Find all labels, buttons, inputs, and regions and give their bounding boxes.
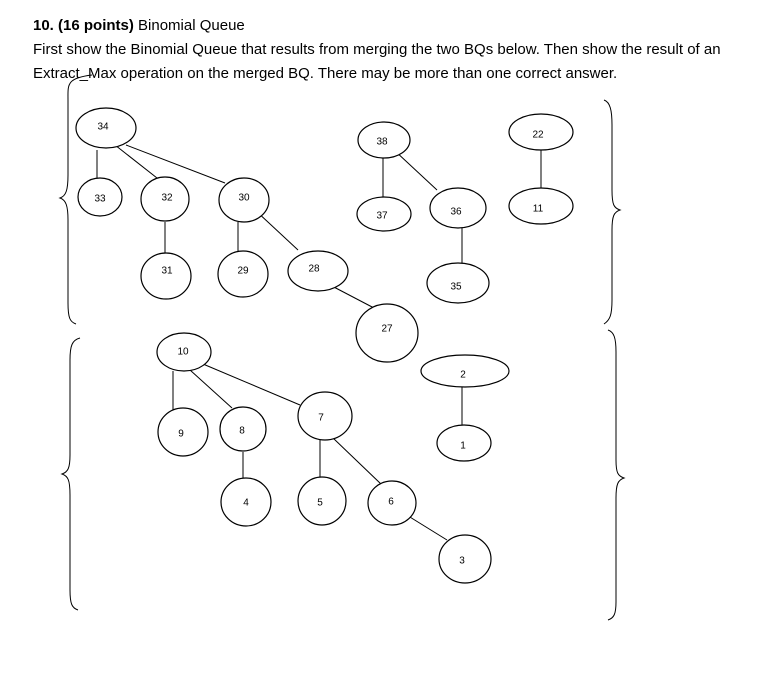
node-circle (140, 176, 190, 222)
node-label: 35 (450, 282, 462, 293)
node-circle (426, 262, 490, 304)
question-text-line-2: Extract_Max operation on the merged BQ. … (33, 65, 618, 82)
node-label: 30 (238, 193, 250, 204)
node-label: 36 (450, 207, 462, 218)
node-circle (75, 107, 137, 149)
node-label: 9 (178, 429, 184, 440)
node-circle (508, 113, 574, 151)
tree-node: 38 (357, 121, 411, 159)
tree-edge (404, 513, 448, 541)
node-label: 33 (94, 194, 106, 205)
tree-edge (114, 144, 158, 179)
tree-node: 33 (77, 177, 123, 217)
right-brace-bottom-queue (607, 329, 626, 621)
node-circle (356, 196, 412, 232)
tree-node: 8 (219, 406, 267, 452)
tree-edge (202, 363, 301, 406)
node-circle (77, 177, 123, 217)
tree-node: 2 (420, 354, 510, 388)
tree-edge (332, 437, 383, 486)
node-circle (429, 187, 487, 229)
node-label: 11 (533, 204, 544, 215)
node-circle (157, 407, 209, 457)
tree-node: 11 (508, 187, 574, 225)
tree-edge (329, 284, 375, 309)
node-label: 3 (459, 556, 465, 567)
node-label: 32 (161, 193, 173, 204)
tree-node: 9 (157, 407, 209, 457)
node-label: 28 (308, 264, 320, 275)
tree-node: 34 (75, 107, 137, 149)
node-circle (355, 303, 419, 363)
tree-node: 10 (156, 332, 212, 372)
left-brace-bottom-queue (60, 337, 81, 611)
node-label: 8 (239, 426, 245, 437)
tree-node: 35 (426, 262, 490, 304)
left-brace-top-queue (58, 74, 93, 325)
question-block: 10. (16 points) Binomial Queue First sho… (33, 14, 773, 86)
tree-edge (189, 369, 233, 409)
braces (58, 74, 626, 621)
tree-node: 37 (356, 196, 412, 232)
tree-node: 4 (220, 477, 272, 527)
node-circle (436, 424, 492, 462)
node-label: 10 (177, 347, 189, 358)
node-label: 22 (532, 130, 544, 141)
node-circle (508, 187, 574, 225)
tree-node: 36 (429, 187, 487, 229)
tree-node: 22 (508, 113, 574, 151)
tree-node: 31 (140, 252, 192, 300)
tree-edge (125, 144, 226, 184)
node-circle (367, 480, 417, 526)
node-circle (220, 477, 272, 527)
node-label: 4 (243, 498, 249, 509)
node-label: 29 (237, 266, 249, 277)
question-number: 10. (16 points) (33, 17, 134, 34)
tree-edge (254, 209, 299, 251)
node-circle (219, 406, 267, 452)
tree-node: 30 (218, 177, 270, 223)
node-label: 1 (460, 441, 466, 452)
right-brace-top-queue (603, 99, 622, 325)
node-circle (357, 121, 411, 159)
node-circle (297, 391, 353, 441)
node-circle (140, 252, 192, 300)
node-circle (420, 354, 510, 388)
node-circle (438, 534, 492, 584)
node-circle (287, 250, 349, 292)
tree-node: 5 (297, 476, 347, 526)
tree-node: 1 (436, 424, 492, 462)
node-label: 37 (376, 211, 388, 222)
question-text-line-1: First show the Binomial Queue that resul… (33, 41, 721, 58)
node-circle (217, 250, 269, 298)
node-circle (156, 332, 212, 372)
question-topic: Binomial Queue (138, 17, 245, 34)
node-label: 2 (460, 370, 466, 381)
tree-node: 3 (438, 534, 492, 584)
node-label: 38 (376, 137, 388, 148)
tree-edge (393, 149, 438, 191)
question-heading: 10. (16 points) Binomial Queue (33, 14, 773, 38)
node-label: 5 (317, 498, 323, 509)
node-circle (297, 476, 347, 526)
tree-node: 28 (287, 250, 349, 292)
tree-node: 6 (367, 480, 417, 526)
node-label: 31 (161, 266, 173, 277)
tree-node: 7 (297, 391, 353, 441)
node-circle (218, 177, 270, 223)
node-label: 6 (388, 497, 394, 508)
tree-node: 29 (217, 250, 269, 298)
node-label: 34 (97, 122, 109, 133)
tree-node: 27 (355, 303, 419, 363)
tree-node: 32 (140, 176, 190, 222)
node-label: 7 (318, 413, 324, 424)
node-label: 27 (381, 324, 393, 335)
tree-edges (96, 144, 542, 541)
